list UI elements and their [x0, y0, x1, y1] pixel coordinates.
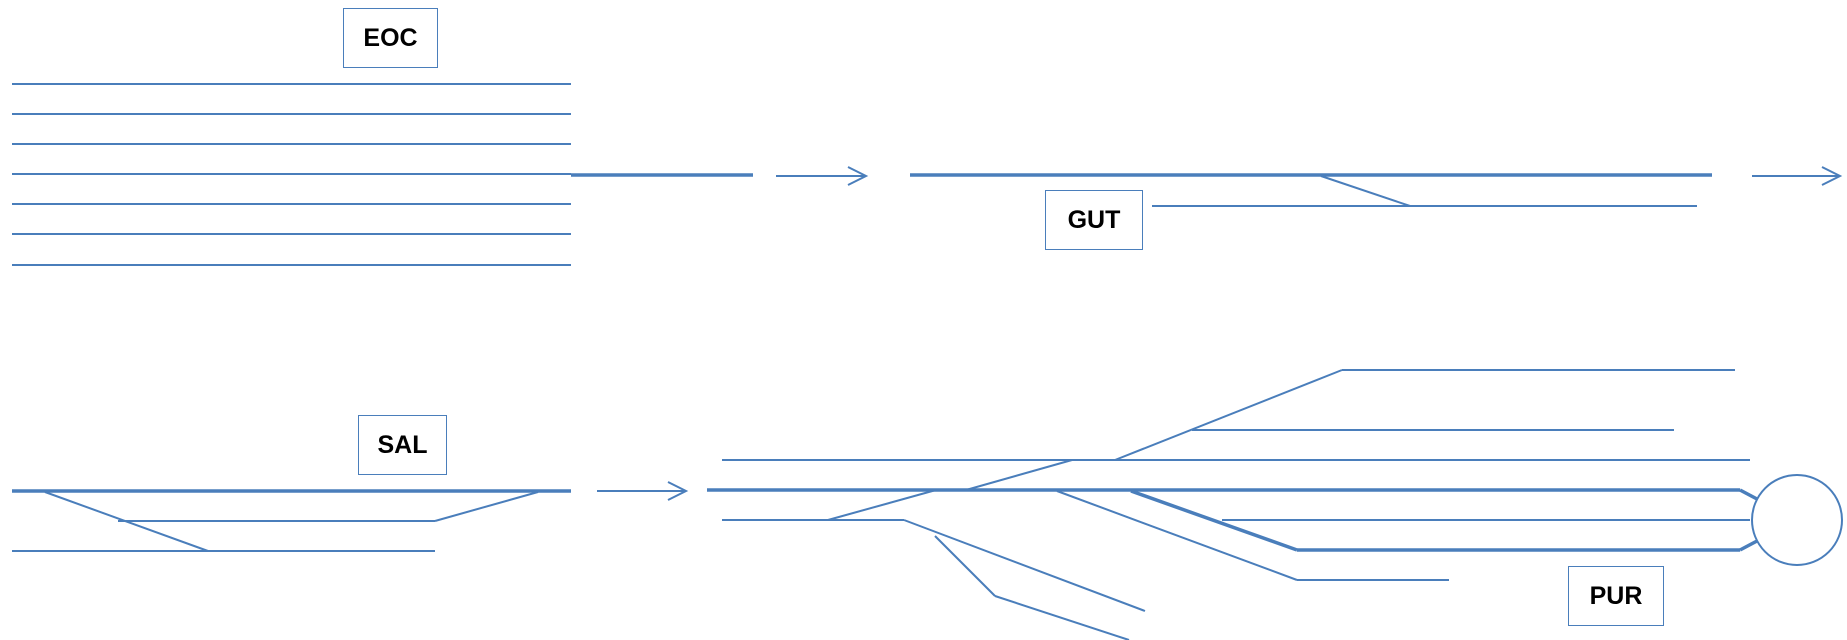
- station-label-eoc: EOC: [343, 8, 438, 68]
- gut-tracks: [910, 173, 1712, 207]
- turntable-circle-icon: [1751, 474, 1843, 566]
- pur-tracks: [707, 369, 1843, 640]
- pur-main-to-turntable: [1739, 488, 1758, 501]
- arrow-right-icon: [1752, 166, 1843, 186]
- eoc-yard: [12, 83, 753, 266]
- pur-lower-diagonal: [934, 535, 996, 597]
- sal-turnout-right: [434, 491, 539, 522]
- pur-long-branch: [1114, 369, 1343, 461]
- pur-lower-branch: [903, 519, 1146, 612]
- gut-turnout: [1320, 175, 1411, 207]
- station-label-gut: GUT: [1045, 190, 1143, 250]
- pur-lower-crossover: [827, 489, 937, 521]
- arrow-right-icon: [776, 166, 869, 186]
- arrow-right-icon: [597, 481, 689, 501]
- pur-upper-crossover: [965, 459, 1073, 491]
- sal-tracks: [12, 489, 571, 552]
- pur-mid-branch: [1056, 490, 1298, 581]
- station-label-pur: PUR: [1568, 566, 1664, 626]
- pur-loop-diagonal: [1130, 489, 1298, 552]
- pur-loop-to-turntable: [1739, 539, 1758, 552]
- sal-turnout-left: [44, 491, 209, 552]
- station-label-sal: SAL: [358, 415, 447, 475]
- pur-lower-diagonal-tail: [994, 595, 1130, 640]
